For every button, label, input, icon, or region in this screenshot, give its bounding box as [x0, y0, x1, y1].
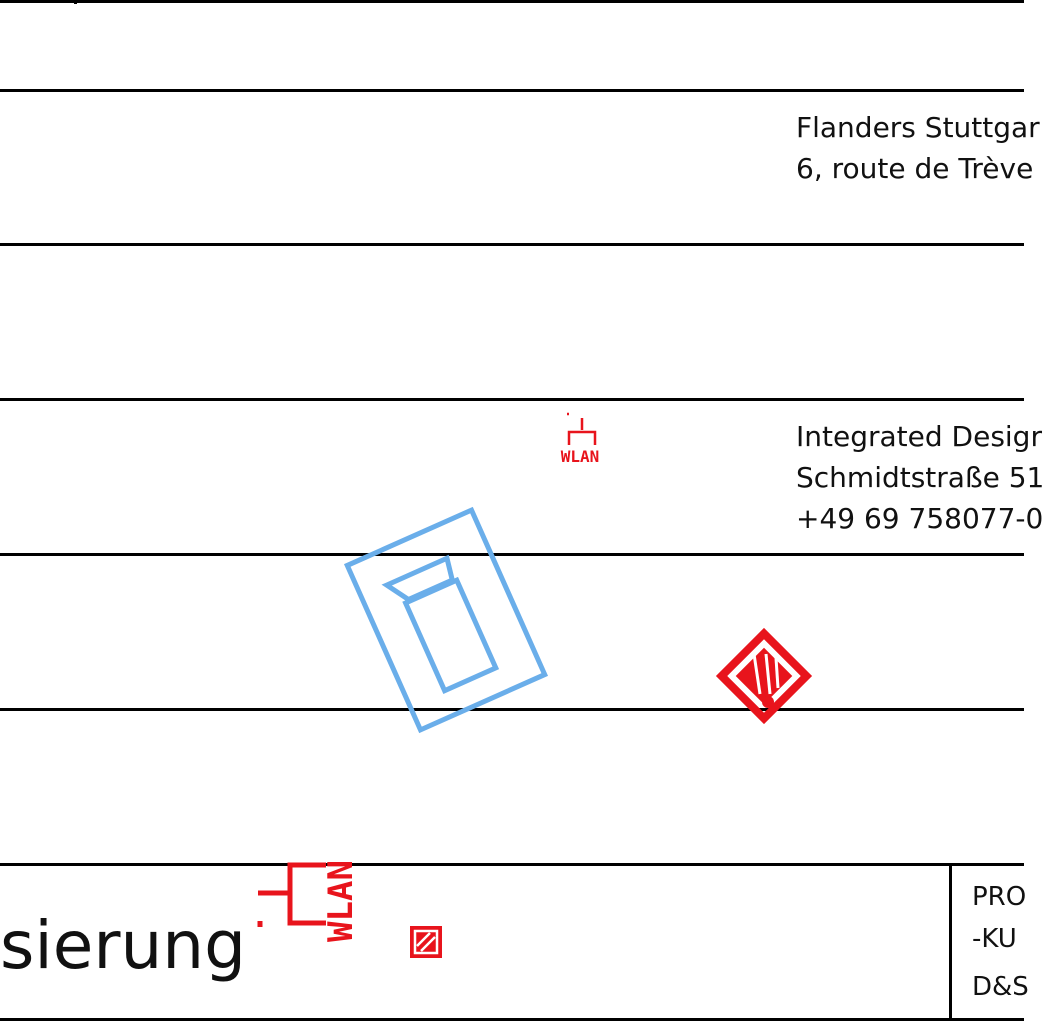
- row-line-5: [0, 708, 1024, 711]
- address-block-2: Integrated Desigr Schmidtstraße 51 +49 6…: [796, 416, 1044, 539]
- title-block-right-cell: PRO -KU D&S: [972, 876, 1029, 1002]
- title-cell-divider: [949, 863, 952, 1021]
- client-label: -KU: [972, 924, 1017, 954]
- wlan-label: WLAN: [321, 860, 361, 942]
- phone-line: +49 69 758077-0: [796, 502, 1044, 535]
- top-border: [0, 0, 1024, 3]
- hazard-diamond-icon: [715, 627, 813, 725]
- address-block-1: Flanders Stuttgar 6, route de Trève: [796, 107, 1040, 189]
- row-line-2: [0, 243, 1024, 246]
- company-label: D&S: [972, 972, 1029, 1002]
- project-label: PRO: [972, 882, 1027, 912]
- wlan-label: WLAN: [561, 447, 600, 466]
- document-title-fragment: sierung: [0, 907, 247, 984]
- row-line-1: [0, 89, 1024, 92]
- address-line: 6, route de Trève: [796, 152, 1034, 185]
- row-line-4: [0, 553, 1024, 556]
- small-hazard-icon: [410, 926, 442, 958]
- address-line: Integrated Desigr: [796, 420, 1042, 453]
- wlan-icon: WLAN: [257, 860, 361, 942]
- device-frame-icon: [343, 506, 549, 734]
- top-tick: [74, 0, 77, 4]
- wlan-icon: WLAN: [561, 412, 600, 466]
- bottom-border: [0, 1018, 1024, 1021]
- row-line-3: [0, 398, 1024, 401]
- row-line-6: [0, 863, 1024, 866]
- address-line: Schmidtstraße 51: [796, 461, 1044, 494]
- address-line: Flanders Stuttgar: [796, 111, 1040, 144]
